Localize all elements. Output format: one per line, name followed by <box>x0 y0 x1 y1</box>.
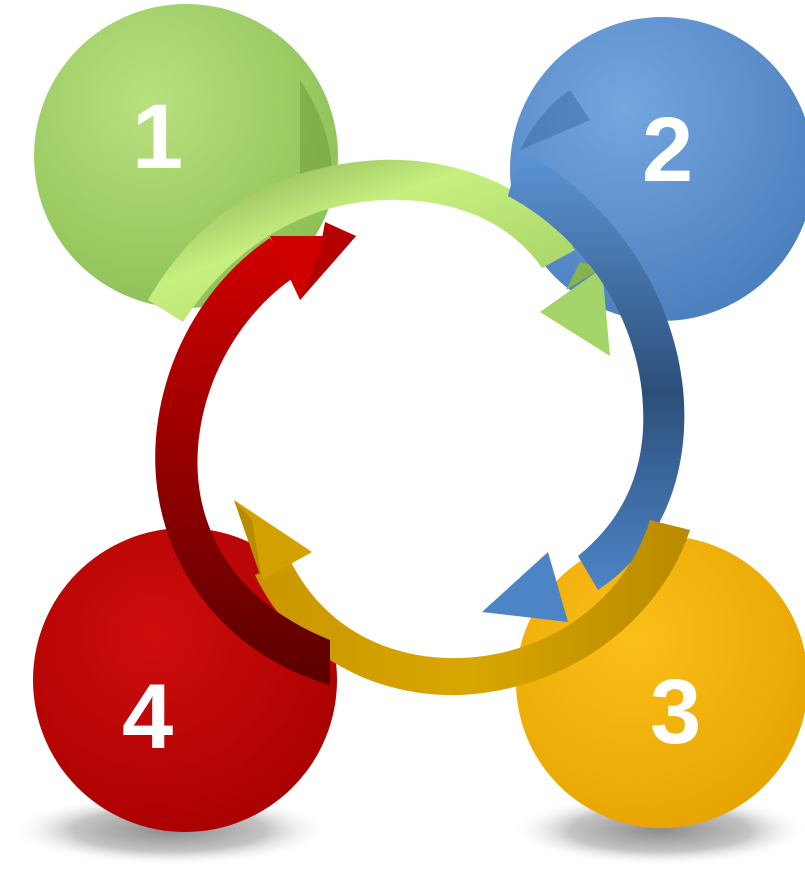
arrow-step-2-to-3 <box>482 150 685 622</box>
step-3-shadow <box>510 794 805 866</box>
step-3-number: 3 <box>650 661 701 763</box>
step-3-circle <box>516 536 805 828</box>
step-4-number: 4 <box>122 666 173 768</box>
step-1-number: 1 <box>132 86 183 188</box>
arrow-step-3-to-4 <box>234 500 690 696</box>
step-2-number: 2 <box>642 99 693 201</box>
arrow-step-4-to-1 <box>155 222 356 685</box>
